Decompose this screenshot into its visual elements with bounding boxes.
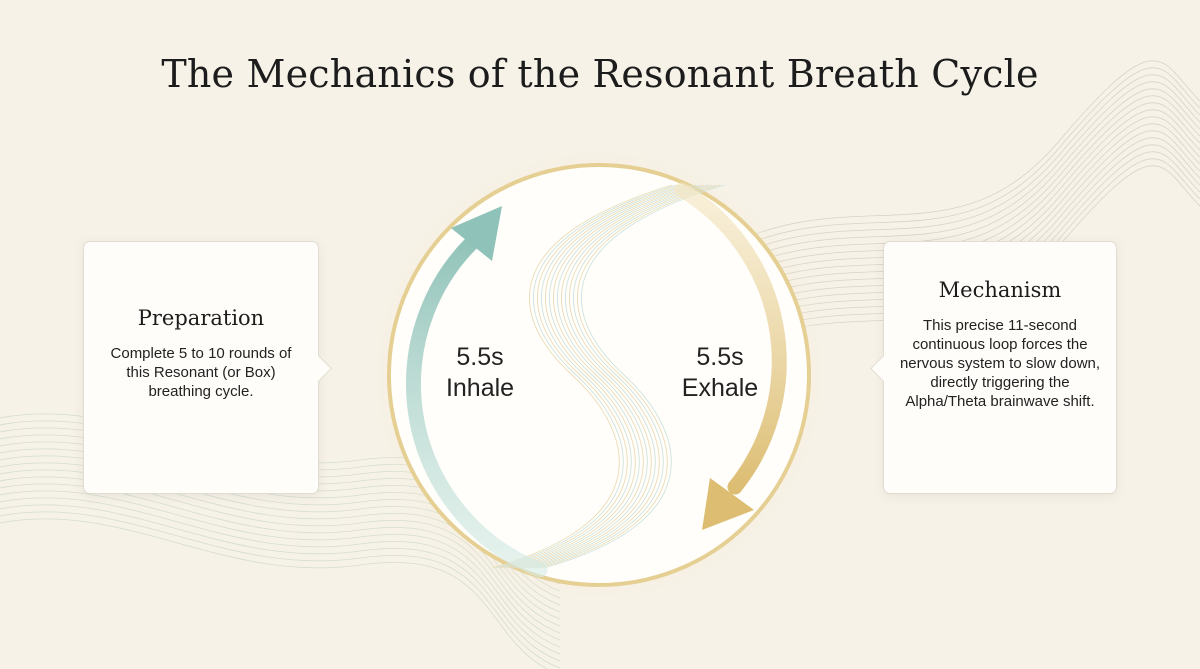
background-wave-line [699, 109, 1200, 310]
ribbon-line [499, 184, 681, 569]
background-wave-line [699, 102, 1200, 303]
exhale-arrow [674, 182, 787, 495]
ribbon-line [535, 184, 717, 569]
background-wave-line [699, 95, 1200, 296]
mechanism-card: Mechanism This precise 11-second continu… [883, 241, 1117, 494]
inhale-text: Inhale [445, 374, 515, 402]
background-wave-line [0, 497, 561, 655]
preparation-heading: Preparation [137, 306, 265, 330]
ribbon-line [531, 184, 713, 569]
exhale-label: 5.5s Exhale [670, 342, 770, 404]
wave-ribbon [491, 184, 725, 569]
background-wave-line [699, 74, 1200, 275]
mechanism-heading: Mechanism [938, 278, 1062, 302]
preparation-body: Complete 5 to 10 rounds of this Resonant… [110, 345, 292, 400]
mechanism-body: This precise 11-second continuous loop f… [899, 317, 1101, 410]
inhale-arrowhead [451, 206, 502, 261]
ribbon-line [507, 184, 689, 569]
ribbon-line [527, 184, 709, 569]
exhale-arrowhead [702, 478, 754, 530]
background-wave-line [699, 88, 1200, 289]
inhale-arrow [406, 227, 548, 578]
ribbon-line [539, 184, 721, 569]
background-wave-line [0, 511, 561, 669]
ribbon-line [543, 184, 725, 569]
ribbon-line [495, 184, 677, 569]
preparation-card: Preparation Complete 5 to 10 rounds of t… [83, 241, 319, 494]
ribbon-line [523, 184, 705, 569]
breath-circle [387, 163, 811, 587]
page-title: The Mechanics of the Resonant Breath Cyc… [161, 52, 1039, 96]
background-wave-line [699, 60, 1200, 261]
background-wave-line [0, 490, 561, 648]
background-wave-line [699, 81, 1200, 282]
ribbon-line [503, 184, 685, 569]
background-wave-line [0, 504, 561, 662]
background-wave-line [699, 67, 1200, 268]
ribbon-line [491, 184, 673, 569]
inhale-duration: 5.5s [456, 343, 504, 371]
inhale-label: 5.5s Inhale [430, 342, 530, 404]
background-wave-line [0, 518, 548, 669]
ribbon-line [515, 184, 697, 569]
exhale-duration: 5.5s [696, 343, 744, 371]
exhale-text: Exhale [681, 374, 759, 402]
ribbon-line [511, 184, 693, 569]
ribbon-line [519, 184, 701, 569]
